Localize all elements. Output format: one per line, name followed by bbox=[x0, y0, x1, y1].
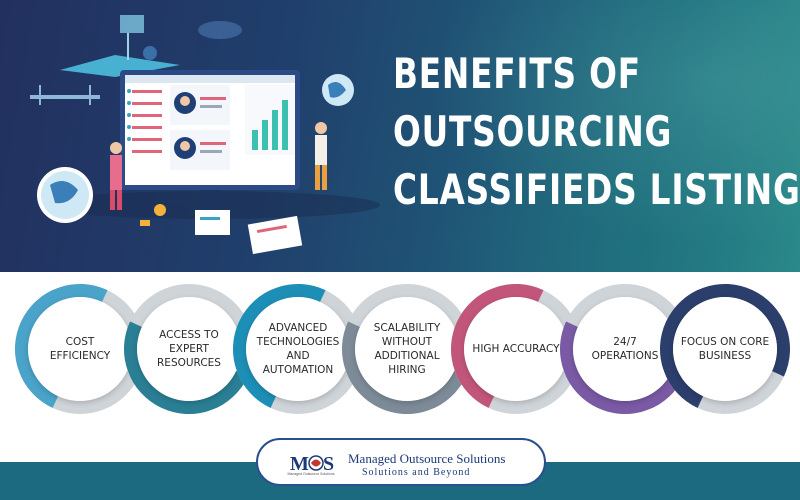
benefit-circle: ACCESS TO EXPERT RESOURCES bbox=[137, 297, 241, 401]
benefit-circle: FOCUS ON CORE BUSINESS bbox=[673, 297, 777, 401]
benefit-circle: ADVANCED TECHNOLOGIES AND AUTOMATION bbox=[246, 297, 350, 401]
benefit-label: FOCUS ON CORE BUSINESS bbox=[680, 336, 770, 362]
benefits-row: COST EFFICIENCY ACCESS TO EXPERT RESOURC… bbox=[0, 265, 800, 433]
benefit-circle: SCALABILITY WITHOUT ADDITIONAL HIRING bbox=[355, 297, 459, 401]
banner-texture bbox=[380, 0, 800, 272]
benefit-circle: COST EFFICIENCY bbox=[28, 297, 132, 401]
benefit-label: SCALABILITY WITHOUT ADDITIONAL HIRING bbox=[373, 322, 441, 376]
benefit-circle: HIGH ACCURACY bbox=[464, 297, 568, 401]
page-title: BENEFITS OF OUTSOURCING CLASSIFIEDS LIST… bbox=[393, 45, 800, 219]
mos-logo-icon: M S bbox=[290, 453, 334, 475]
benefit-label: HIGH ACCURACY bbox=[472, 343, 560, 355]
outsourcing-illustration bbox=[30, 15, 380, 255]
svg-text:M: M bbox=[290, 453, 309, 475]
benefit-label: 24/7 OPERATIONS bbox=[591, 336, 659, 362]
hero-banner: BENEFITS OF OUTSOURCING CLASSIFIEDS LIST… bbox=[0, 0, 800, 272]
logo-small-text: Managed Outsource Solutions bbox=[287, 472, 335, 476]
benefit-label: COST EFFICIENCY bbox=[49, 336, 111, 362]
benefit-label: ADVANCED TECHNOLOGIES AND AUTOMATION bbox=[256, 322, 340, 376]
benefit-focus-core-business: FOCUS ON CORE BUSINESS bbox=[641, 265, 800, 433]
company-tagline: Solutions and Beyond bbox=[362, 467, 471, 478]
company-name: Managed Outsource Solutions bbox=[348, 451, 506, 466]
svg-text:S: S bbox=[323, 453, 334, 475]
title-line-3: CLASSIFIEDS LISTING bbox=[393, 165, 800, 214]
benefit-circle: 24/7 OPERATIONS bbox=[573, 297, 677, 401]
benefit-label: ACCESS TO EXPERT RESOURCES bbox=[157, 329, 221, 369]
company-logo: M S Managed Outsource Solutions Managed … bbox=[256, 438, 546, 486]
title-line-1: BENEFITS OF bbox=[393, 49, 641, 98]
title-line-2: OUTSOURCING bbox=[393, 107, 673, 156]
